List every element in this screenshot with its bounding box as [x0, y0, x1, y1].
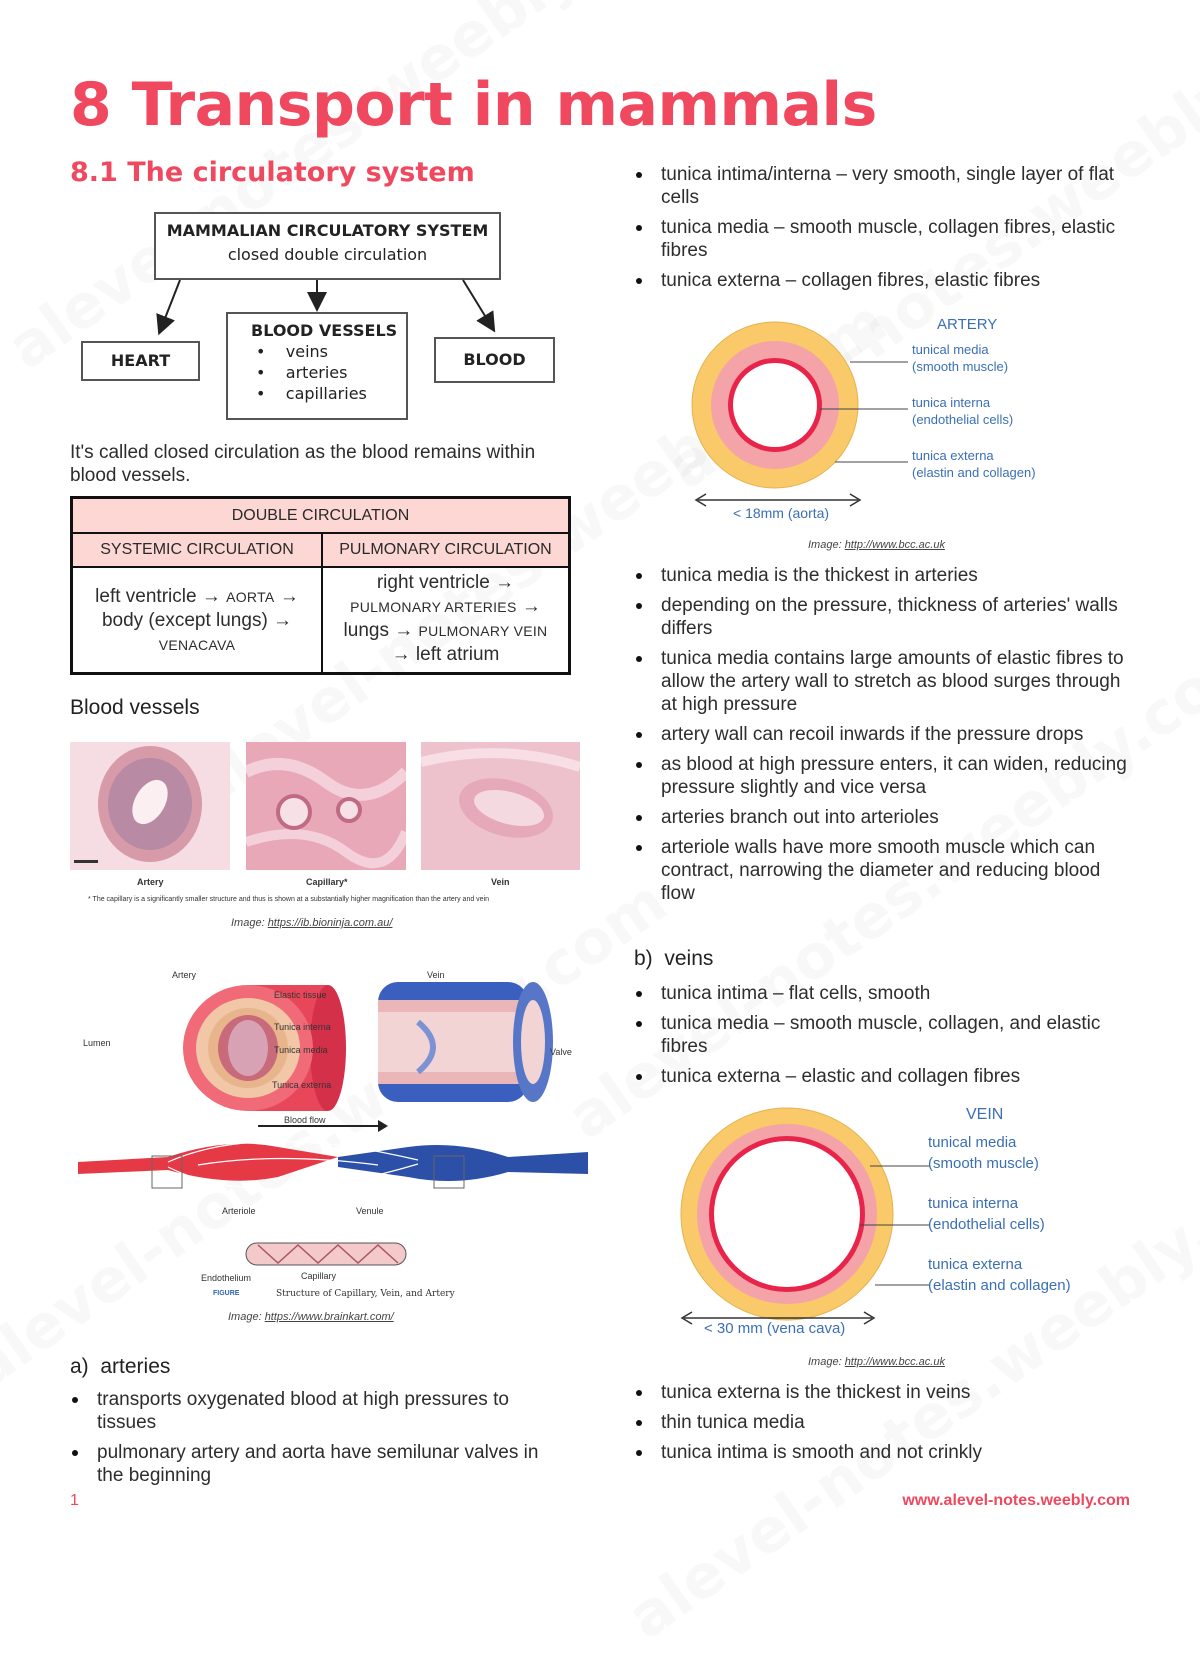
vein-label-media: tunical media(smooth muscle)	[928, 1134, 1039, 1172]
closed-circulation-text: It's called closed circulation as the bl…	[70, 442, 536, 486]
micrograph-footnote: * The capillary is a significantly small…	[88, 896, 490, 903]
flowchart-vessel-item: • capillaries	[256, 384, 367, 403]
list-item: thin tunica media	[634, 1411, 1134, 1434]
double-circulation-table: DOUBLE CIRCULATION SYSTEMIC CIRCULATION …	[70, 496, 571, 675]
list-item: tunica media contains large amounts of e…	[634, 647, 1134, 716]
vein-label-externa: tunica externa(elastin and collagen)	[928, 1256, 1071, 1294]
vein-size-label: < 30 mm (vena cava)	[704, 1320, 846, 1337]
diagram-caption: Structure of Capillary, Vein, and Artery	[276, 1289, 455, 1299]
flowchart-vessel-item: • veins	[256, 342, 329, 361]
table-col-pulmonary: PULMONARY CIRCULATION	[339, 541, 552, 558]
diagram-label-media: Tunica media	[274, 1045, 328, 1055]
blood-vessels-heading: Blood vessels	[70, 696, 200, 719]
page-title: 8 Transport in mammals	[70, 70, 877, 140]
vein-diagram-credit: Image: http://www.bcc.ac.uk	[808, 1356, 945, 1368]
diagram-label-vein: Vein	[427, 970, 445, 980]
vein-diagram-title: VEIN	[966, 1106, 1004, 1123]
micrograph-credit-link[interactable]: https://ib.bioninja.com.au/	[267, 917, 393, 929]
list-item: arteries branch out into arterioles	[634, 806, 1134, 829]
flowchart-top-box: MAMMALIAN CIRCULATORY SYSTEM closed doub…	[154, 212, 501, 280]
diagram-credit: Image: https://www.brainkart.com/	[228, 1311, 394, 1323]
list-item: artery wall can recoil inwards if the pr…	[634, 723, 1134, 746]
list-item: tunica externa – elastic and collagen fi…	[634, 1065, 1134, 1088]
arteries-left-bullets: transports oxygenated blood at high pres…	[70, 1388, 560, 1494]
diagram-label-endothelium: Endothelium	[201, 1273, 252, 1283]
veins-heading: b) veins	[634, 947, 714, 970]
list-item: tunica media – smooth muscle, collagen f…	[634, 216, 1134, 262]
artery-label-interna: tunica interna(endothelial cells)	[912, 395, 1014, 427]
artery-diagram-title: ARTERY	[937, 316, 998, 333]
arteries-layer-bullets: tunica intima/interna – very smooth, sin…	[634, 163, 1134, 299]
artery-size-label: < 18mm (aorta)	[733, 505, 830, 521]
artery-micrograph	[70, 742, 230, 870]
diagram-credit-link[interactable]: https://www.brainkart.com/	[264, 1311, 394, 1323]
capillary-micrograph	[246, 742, 406, 870]
artery-cross-section	[691, 321, 908, 507]
table-column-headers: SYSTEMIC CIRCULATION PULMONARY CIRCULATI…	[73, 534, 568, 568]
pulmonary-cell: right ventricle → PULMONARY ARTERIES → l…	[343, 572, 548, 665]
diagram-label-venule: Venule	[356, 1206, 384, 1216]
micrograph-label-capillary: Capillary*	[306, 877, 348, 887]
vein-label-interna: tunica interna(endothelial cells)	[928, 1195, 1045, 1233]
diagram-label-lumen: Lumen	[83, 1038, 111, 1048]
flowchart-top-title: MAMMALIAN CIRCULATORY SYSTEM	[166, 221, 489, 240]
diagram-label-flow: Blood flow	[284, 1115, 326, 1125]
artery-label-media: tunical media(smooth muscle)	[912, 342, 1009, 374]
list-item: tunica intima/interna – very smooth, sin…	[634, 163, 1134, 209]
micrograph-label-vein: Vein	[491, 877, 510, 887]
diagram-figure-tag: FIGURE	[213, 1290, 240, 1297]
micrograph-label-artery: Artery	[137, 877, 164, 887]
diagram-label-interna: Tunica interna	[274, 1022, 331, 1032]
diagram-label-elastic: Elastic tissue	[274, 990, 327, 1000]
flowchart-vessels-title: BLOOD VESSELS	[251, 321, 398, 340]
diagram-label-valve: Valve	[550, 1047, 572, 1057]
arteries-bullets: tunica media is the thickest in arteries…	[634, 564, 1134, 912]
arteries-heading: a) arteries	[70, 1355, 171, 1378]
table-header: DOUBLE CIRCULATION	[73, 499, 568, 534]
veins-layer-bullets: tunica intima – flat cells, smooth tunic…	[634, 982, 1134, 1095]
table-col-systemic: SYSTEMIC CIRCULATION	[100, 541, 294, 558]
diagram-label-arteriole: Arteriole	[222, 1206, 256, 1216]
page-number: 1	[70, 1492, 79, 1509]
list-item: tunica externa – collagen fibres, elasti…	[634, 269, 1134, 292]
list-item: tunica intima – flat cells, smooth	[634, 982, 1134, 1005]
micrograph-credit: Image: https://ib.bioninja.com.au/	[231, 917, 393, 929]
vessel-structure-diagram	[78, 982, 588, 1266]
website-link[interactable]: www.alevel-notes.weebly.com	[902, 1492, 1130, 1509]
list-item: depending on the pressure, thickness of …	[634, 594, 1134, 640]
flowchart-vessel-item: • arteries	[256, 363, 348, 382]
artery-credit-link[interactable]: http://www.bcc.ac.uk	[844, 539, 945, 551]
vein-credit-link[interactable]: http://www.bcc.ac.uk	[844, 1356, 945, 1368]
veins-bullets: tunica externa is the thickest in veins …	[634, 1381, 1134, 1471]
list-item: tunica media is the thickest in arteries	[634, 564, 1134, 587]
flowchart-vessels-box: BLOOD VESSELS • veins • arteries • capil…	[226, 312, 408, 420]
systemic-cell: left ventricle → AORTA → body (except lu…	[95, 586, 299, 653]
flowchart-top-subtitle: closed double circulation	[227, 245, 428, 264]
diagram-label-artery: Artery	[172, 970, 197, 980]
flowchart-arrows	[156, 279, 496, 336]
list-item: pulmonary artery and aorta have semiluna…	[70, 1441, 560, 1487]
flowchart-blood-box: BLOOD	[434, 337, 555, 383]
flowchart-heart-box: HEART	[81, 341, 200, 381]
list-item: transports oxygenated blood at high pres…	[70, 1388, 560, 1434]
table-divider	[321, 534, 323, 672]
list-item: arteriole walls have more smooth muscle …	[634, 836, 1134, 905]
artery-diagram-credit: Image: http://www.bcc.ac.uk	[808, 539, 945, 551]
list-item: tunica externa is the thickest in veins	[634, 1381, 1134, 1404]
list-item: as blood at high pressure enters, it can…	[634, 753, 1134, 799]
vein-micrograph	[421, 742, 580, 870]
list-item: tunica media – smooth muscle, collagen, …	[634, 1012, 1134, 1058]
artery-label-externa: tunica externa(elastin and collagen)	[912, 448, 1036, 480]
vein-cross-section	[680, 1107, 930, 1325]
diagram-label-capillary: Capillary	[301, 1271, 337, 1281]
diagram-label-externa: Tunica externa	[272, 1080, 332, 1090]
section-heading: 8.1 The circulatory system	[70, 157, 475, 188]
list-item: tunica intima is smooth and not crinkly	[634, 1441, 1134, 1464]
